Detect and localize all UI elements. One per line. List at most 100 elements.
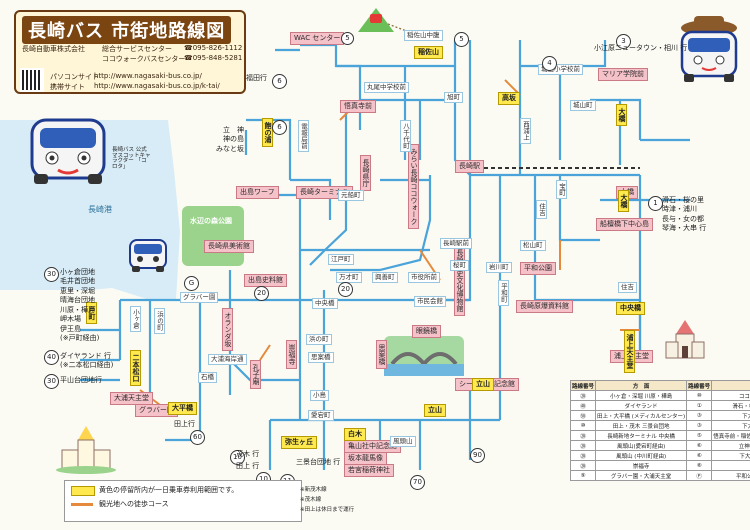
manza-stop[interactable]: 万才町 xyxy=(336,272,362,283)
shimo-ohashi-stop[interactable]: 大橋 xyxy=(616,104,627,126)
wac-center-terminal[interactable]: WAC センター xyxy=(290,32,345,45)
inasa-chufuku-stop[interactable]: 稲佐山中腹 xyxy=(404,30,443,41)
koshibyo-terminal[interactable]: 孔子廟 xyxy=(250,360,261,389)
megane-bridge-terminal[interactable]: 眼鏡橋 xyxy=(412,325,441,338)
kojima-stop[interactable]: 小島 xyxy=(310,390,329,401)
table-header: 路線番号 xyxy=(569,380,597,391)
suwa-yellow-stop[interactable]: 立山 xyxy=(424,404,446,417)
rekishi-museum-terminal[interactable]: 長崎歴史文化博物館 xyxy=(454,245,465,316)
namino-stop[interactable]: 浜の町 xyxy=(154,308,165,334)
route-number-cell: ③ xyxy=(686,420,713,431)
shianbashi-stop[interactable]: 思案橋 xyxy=(308,352,334,363)
note-4: ※田上は休日まで運行 xyxy=(300,507,355,513)
direction-cell: ダイヤランド xyxy=(595,400,688,411)
oura-tenshudo-terminal[interactable]: 大浦天主堂 xyxy=(110,392,153,405)
omura-stop[interactable]: 住吉 xyxy=(618,282,637,293)
kogakura-stop[interactable]: 小ヶ倉 xyxy=(130,306,141,332)
direction-cell: 立神・神の島・福田 xyxy=(711,440,750,451)
sumiyoshi-stop[interactable]: 住吉 xyxy=(536,200,547,219)
sofukuji-terminal[interactable]: 崇福寺 xyxy=(286,340,297,369)
tagami-destination: 田上 行 xyxy=(236,462,260,470)
hamano-stop[interactable]: 浜の町 xyxy=(306,334,332,345)
yachiyo-stop[interactable]: 八千代町 xyxy=(400,120,411,152)
ohashi-yellow-stop[interactable]: 大橋 xyxy=(618,190,629,212)
table-header: 方 面 xyxy=(711,380,750,391)
dejima-wharf-terminal[interactable]: 出島ワーフ xyxy=(236,186,279,199)
sakuramachi-stop[interactable]: 桜町 xyxy=(450,260,469,271)
mobile-site-url[interactable]: http://www.nagasaki-bus.co.jp/k-tai/ xyxy=(94,82,220,90)
mirai-cocowalk-terminal[interactable]: みらい長崎ココウォーク xyxy=(408,144,419,229)
glover-iriguchi-stop[interactable]: グラバー園 xyxy=(180,292,219,303)
ishibashi-stop[interactable]: 石橋 xyxy=(198,372,217,383)
kencho-yellow-stop[interactable]: 中央橋 xyxy=(616,302,645,315)
yellow-swatch xyxy=(71,486,95,496)
nihonmatsu-stop[interactable]: 二本松口 xyxy=(130,350,141,386)
direction-cell: 夫上 xyxy=(711,460,750,471)
legend: 黄色の停留所内が一日乗車券利用範囲です。 観光地への徒歩コース xyxy=(64,480,302,522)
route-number-cell: ③ xyxy=(686,410,713,421)
edo-stop[interactable]: 江戸町 xyxy=(328,254,354,265)
matsuyama-stop[interactable]: 松山町 xyxy=(520,240,546,251)
kencho-terminal[interactable]: 長崎県庁 xyxy=(360,155,371,191)
tomachi-stop[interactable]: 戸町 xyxy=(86,302,97,324)
direction-cell: 風頭山(愛宕町経由) xyxy=(595,440,688,451)
densho-stop[interactable]: 電報局前 xyxy=(298,120,309,152)
shiyakusho-stop[interactable]: 市役所前 xyxy=(408,272,440,283)
heiwa-park-terminal[interactable]: 平和公園 xyxy=(520,262,556,275)
tateyama-stop[interactable]: 立山 xyxy=(472,378,494,391)
dejima-shiryokan-terminal[interactable]: 出島史料館 xyxy=(244,274,287,287)
route-number-cell: ㊵ xyxy=(569,400,597,411)
direction-cell: 風頭山 (中川町経由) xyxy=(595,450,688,461)
maruo-stop[interactable]: 丸尾中学校前 xyxy=(364,82,409,93)
table-header: 方 面 xyxy=(595,380,688,391)
mascot-caption: 長崎バス 公式マスコットキャラクター 「コロタ」 xyxy=(112,147,151,170)
gosinji-terminal[interactable]: 悟真寺前 xyxy=(340,100,376,113)
kogane-stop[interactable]: 興善町 xyxy=(372,272,398,283)
takasaka-stop[interactable]: 高坂 xyxy=(498,92,520,105)
kazagashira-stop[interactable]: 風頭山 xyxy=(390,436,416,447)
motofuna-stop[interactable]: 元船町 xyxy=(338,190,364,201)
urakami-yellow-stop[interactable]: 浦上天主堂 xyxy=(624,330,635,373)
funatsu-terminal[interactable]: 船檀橋下中心島 xyxy=(596,218,653,231)
church-icon xyxy=(56,426,116,474)
direction-cell: 下大橋(善座町経由) xyxy=(711,450,750,461)
bus-icon xyxy=(129,239,167,272)
shimin-kaikan-stop[interactable]: 市民会館 xyxy=(414,296,446,307)
ekimae-stop[interactable]: 長崎駅前 xyxy=(440,238,472,249)
iwakawa-stop[interactable]: 平和町 xyxy=(498,280,509,306)
direction-cell: 滑石・桜の里 浦川・長与 xyxy=(711,400,750,411)
atomic-museum-terminal[interactable]: 長崎原爆資料館 xyxy=(516,300,573,313)
route-20-marker: 20 xyxy=(338,282,353,297)
takara-stop[interactable]: 宝町 xyxy=(556,180,567,199)
route-1-marker: 1 xyxy=(648,196,663,211)
qr-code-icon xyxy=(20,68,44,92)
shianbashi-terminal[interactable]: 思案橋 xyxy=(376,340,387,369)
hamaguchi-stop[interactable]: 岩川町 xyxy=(486,262,512,273)
nagasaki-station-terminal[interactable]: 長崎駅 xyxy=(455,160,484,173)
atago-stop[interactable]: 愛宕町 xyxy=(308,410,334,421)
note-2: ※茂木線 xyxy=(300,497,322,503)
wakamiya-terminal[interactable]: 若宮稲荷神社 xyxy=(344,464,394,477)
pc-site-url[interactable]: http://www.nagasaki-bus.co.jp/ xyxy=(94,72,202,80)
chuo-stop[interactable]: 中央橋 xyxy=(312,298,338,309)
asahi-stop[interactable]: 旭町 xyxy=(444,92,463,103)
shiraki-stop[interactable]: 白木 xyxy=(344,428,366,441)
inasayama-stop[interactable]: 稲佐山 xyxy=(414,46,443,59)
route-number-cell: ⑧ xyxy=(686,460,713,471)
daihei-stop[interactable]: 大平橋 xyxy=(168,402,197,415)
art-museum-terminal[interactable]: 長崎県美術館 xyxy=(204,240,254,253)
shiroyama-stop[interactable]: 城山町 xyxy=(570,100,596,111)
direction-cell: 平和公園・原爆資料館 xyxy=(711,470,750,481)
route-number-cell: ⑩ xyxy=(686,390,713,401)
maria-gakuin-terminal[interactable]: マリア学院前 xyxy=(598,68,648,81)
nishi-shiroyama-stop[interactable]: 城山小学校前 xyxy=(538,64,583,75)
mobile-site-label: 携帯サイト xyxy=(50,83,85,91)
oranda-zaka-terminal[interactable]: オランダ坂 xyxy=(222,308,233,351)
oura-kaigan-stop[interactable]: 大浦海岸通 xyxy=(208,354,247,365)
nishiura-stop[interactable]: 西浦上 xyxy=(520,118,531,144)
akunoura-stop[interactable]: 飽の浦 xyxy=(262,118,273,147)
yayoigaoka-stop[interactable]: 弥生ヶ丘 xyxy=(281,436,317,449)
